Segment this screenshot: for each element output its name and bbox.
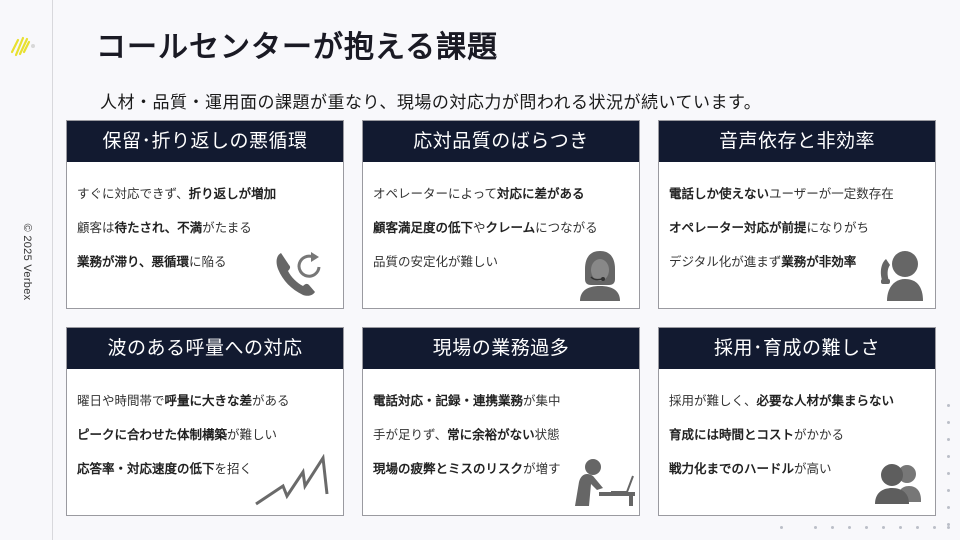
card-line: デジタル化が進まず業務が非効率 bbox=[669, 252, 935, 286]
card-line: 業務が滞り、悪循環に陥る bbox=[77, 252, 343, 286]
card-body: 電話対応・記録・連携業務が集中手が足りず、常に余裕がない状態現場の疲弊とミスのリ… bbox=[363, 369, 639, 493]
emphasis-text: オペレーター対応が前提 bbox=[669, 220, 807, 235]
plain-text: が高い bbox=[794, 461, 832, 476]
plain-text: が難しい bbox=[227, 427, 278, 442]
plain-text: ユーザーが一定数存在 bbox=[769, 186, 894, 201]
card-line: すぐに対応できず、折り返しが増加 bbox=[77, 184, 343, 218]
card-title: 音声依存と非効率 bbox=[659, 121, 935, 162]
emphasis-text: 必要な人材が集まらない bbox=[756, 393, 895, 408]
issue-card-call-volume: 波のある呼量への対応 曜日や時間帯で呼量に大きな差があるピークに合わせた体制構築… bbox=[66, 327, 344, 516]
emphasis-text: 応答率・対応速度の低下 bbox=[77, 461, 215, 476]
issue-card-hold-callback: 保留･折り返しの悪循環 すぐに対応できず、折り返しが増加顧客は待たされ、不満がた… bbox=[66, 120, 344, 309]
card-body: オペレーターによって対応に差がある顧客満足度の低下やクレームにつながる品質の安定… bbox=[363, 162, 639, 286]
card-line: 育成には時間とコストがかかる bbox=[669, 425, 935, 459]
card-line: 応答率・対応速度の低下を招く bbox=[77, 459, 343, 493]
emphasis-text: 折り返しが増加 bbox=[188, 186, 277, 201]
card-title: 採用･育成の難しさ bbox=[659, 328, 935, 369]
plain-text: 顧客は bbox=[77, 220, 115, 235]
users-group-icon bbox=[875, 464, 921, 504]
card-body: 曜日や時間帯で呼量に大きな差があるピークに合わせた体制構築が難しい応答率・対応速… bbox=[67, 369, 343, 493]
plain-text: 状態 bbox=[534, 427, 560, 442]
plain-text: につながる bbox=[535, 220, 598, 235]
exhausted-worker-icon bbox=[575, 459, 635, 506]
plain-text: がたまる bbox=[202, 220, 252, 235]
emphasis-text: 育成には時間とコスト bbox=[669, 427, 795, 442]
emphasis-text: 現場の疲弊とミスのリスク bbox=[373, 461, 524, 476]
plain-text: すぐに対応できず、 bbox=[77, 186, 189, 201]
copyright-text: © 2025 Verbex bbox=[21, 223, 33, 301]
plain-text: が増す bbox=[523, 461, 561, 476]
zigzag-chart-icon bbox=[255, 454, 329, 506]
emphasis-text: 顧客満足度の低下 bbox=[373, 220, 474, 235]
card-title: 現場の業務過多 bbox=[363, 328, 639, 369]
emphasis-text: ピークに合わせた体制構築 bbox=[77, 427, 228, 442]
plain-text: 品質の安定化が難しい bbox=[373, 254, 499, 269]
issue-card-voice-dependency: 音声依存と非効率 電話しか使えないユーザーが一定数存在オペレーター対応が前提にな… bbox=[658, 120, 936, 309]
plain-text: に陥る bbox=[189, 254, 227, 269]
page-title: コールセンターが抱える課題 bbox=[96, 30, 499, 65]
card-line: 顧客満足度の低下やクレームにつながる bbox=[373, 218, 639, 252]
issue-card-workload: 現場の業務過多 電話対応・記録・連携業務が集中手が足りず、常に余裕がない状態現場… bbox=[362, 327, 640, 516]
plain-text: 採用が難しく、 bbox=[669, 393, 757, 408]
card-line: 手が足りず、常に余裕がない状態 bbox=[373, 425, 639, 459]
card-line: 現場の疲弊とミスのリスクが増す bbox=[373, 459, 639, 493]
sidebar: © 2025 Verbex bbox=[0, 0, 53, 540]
issue-card-hiring-training: 採用･育成の難しさ 採用が難しく、必要な人材が集まらない育成には時間とコストがか… bbox=[658, 327, 936, 516]
operator-headset-icon bbox=[580, 251, 620, 301]
plain-text: がかかる bbox=[794, 427, 845, 442]
plain-text: デジタル化が進まず bbox=[669, 254, 782, 269]
page-subtitle: 人材・品質・運用面の課題が重なり、現場の対応力が問われる状況が続いています。 bbox=[100, 93, 762, 113]
emphasis-text: 呼量に大きな差 bbox=[164, 393, 253, 408]
plain-text: オペレーターによって bbox=[373, 186, 498, 201]
verbex-logo-icon bbox=[10, 36, 35, 57]
emphasis-text: 常に余裕がない bbox=[447, 427, 535, 442]
emphasis-text: 対応に差がある bbox=[497, 186, 585, 201]
person-on-phone-icon bbox=[880, 251, 923, 301]
card-line: 電話しか使えないユーザーが一定数存在 bbox=[669, 184, 935, 218]
plain-text: が集中 bbox=[523, 393, 561, 408]
emphasis-text: クレーム bbox=[485, 220, 536, 235]
emphasis-text: 電話対応・記録・連携業務 bbox=[373, 393, 524, 408]
card-line: 採用が難しく、必要な人材が集まらない bbox=[669, 391, 935, 425]
card-line: 曜日や時間帯で呼量に大きな差がある bbox=[77, 391, 343, 425]
plain-text: になりがち bbox=[806, 220, 870, 235]
phone-callback-icon bbox=[276, 252, 321, 296]
card-line: オペレーター対応が前提になりがち bbox=[669, 218, 935, 252]
emphasis-text: 戦力化までのハードル bbox=[669, 461, 795, 476]
emphasis-text: 待たされ、不満 bbox=[114, 220, 203, 235]
card-line: 電話対応・記録・連携業務が集中 bbox=[373, 391, 639, 425]
card-body: 電話しか使えないユーザーが一定数存在オペレーター対応が前提になりがちデジタル化が… bbox=[659, 162, 935, 286]
card-line: 戦力化までのハードルが高い bbox=[669, 459, 935, 493]
card-body: 採用が難しく、必要な人材が集まらない育成には時間とコストがかかる戦力化までのハー… bbox=[659, 369, 935, 493]
card-line: オペレーターによって対応に差がある bbox=[373, 184, 639, 218]
card-body: すぐに対応できず、折り返しが増加顧客は待たされ、不満がたまる業務が滞り、悪循環に… bbox=[67, 162, 343, 286]
card-line: 顧客は待たされ、不満がたまる bbox=[77, 218, 343, 252]
plain-text: 曜日や時間帯で bbox=[77, 393, 165, 408]
issue-card-quality-variance: 応対品質のばらつき オペレーターによって対応に差がある顧客満足度の低下やクレーム… bbox=[362, 120, 640, 309]
card-title: 保留･折り返しの悪循環 bbox=[67, 121, 343, 162]
plain-text: や bbox=[473, 220, 486, 235]
emphasis-text: 業務が非効率 bbox=[781, 254, 857, 269]
emphasis-text: 業務が滞り、悪循環 bbox=[77, 254, 190, 269]
card-title: 応対品質のばらつき bbox=[363, 121, 639, 162]
plain-text: がある bbox=[252, 393, 290, 408]
emphasis-text: 電話しか使えない bbox=[669, 186, 770, 201]
plain-text: を招く bbox=[214, 461, 253, 476]
card-line: 品質の安定化が難しい bbox=[373, 252, 639, 286]
card-title: 波のある呼量への対応 bbox=[67, 328, 343, 369]
plain-text: 手が足りず、 bbox=[373, 427, 448, 442]
card-line: ピークに合わせた体制構築が難しい bbox=[77, 425, 343, 459]
